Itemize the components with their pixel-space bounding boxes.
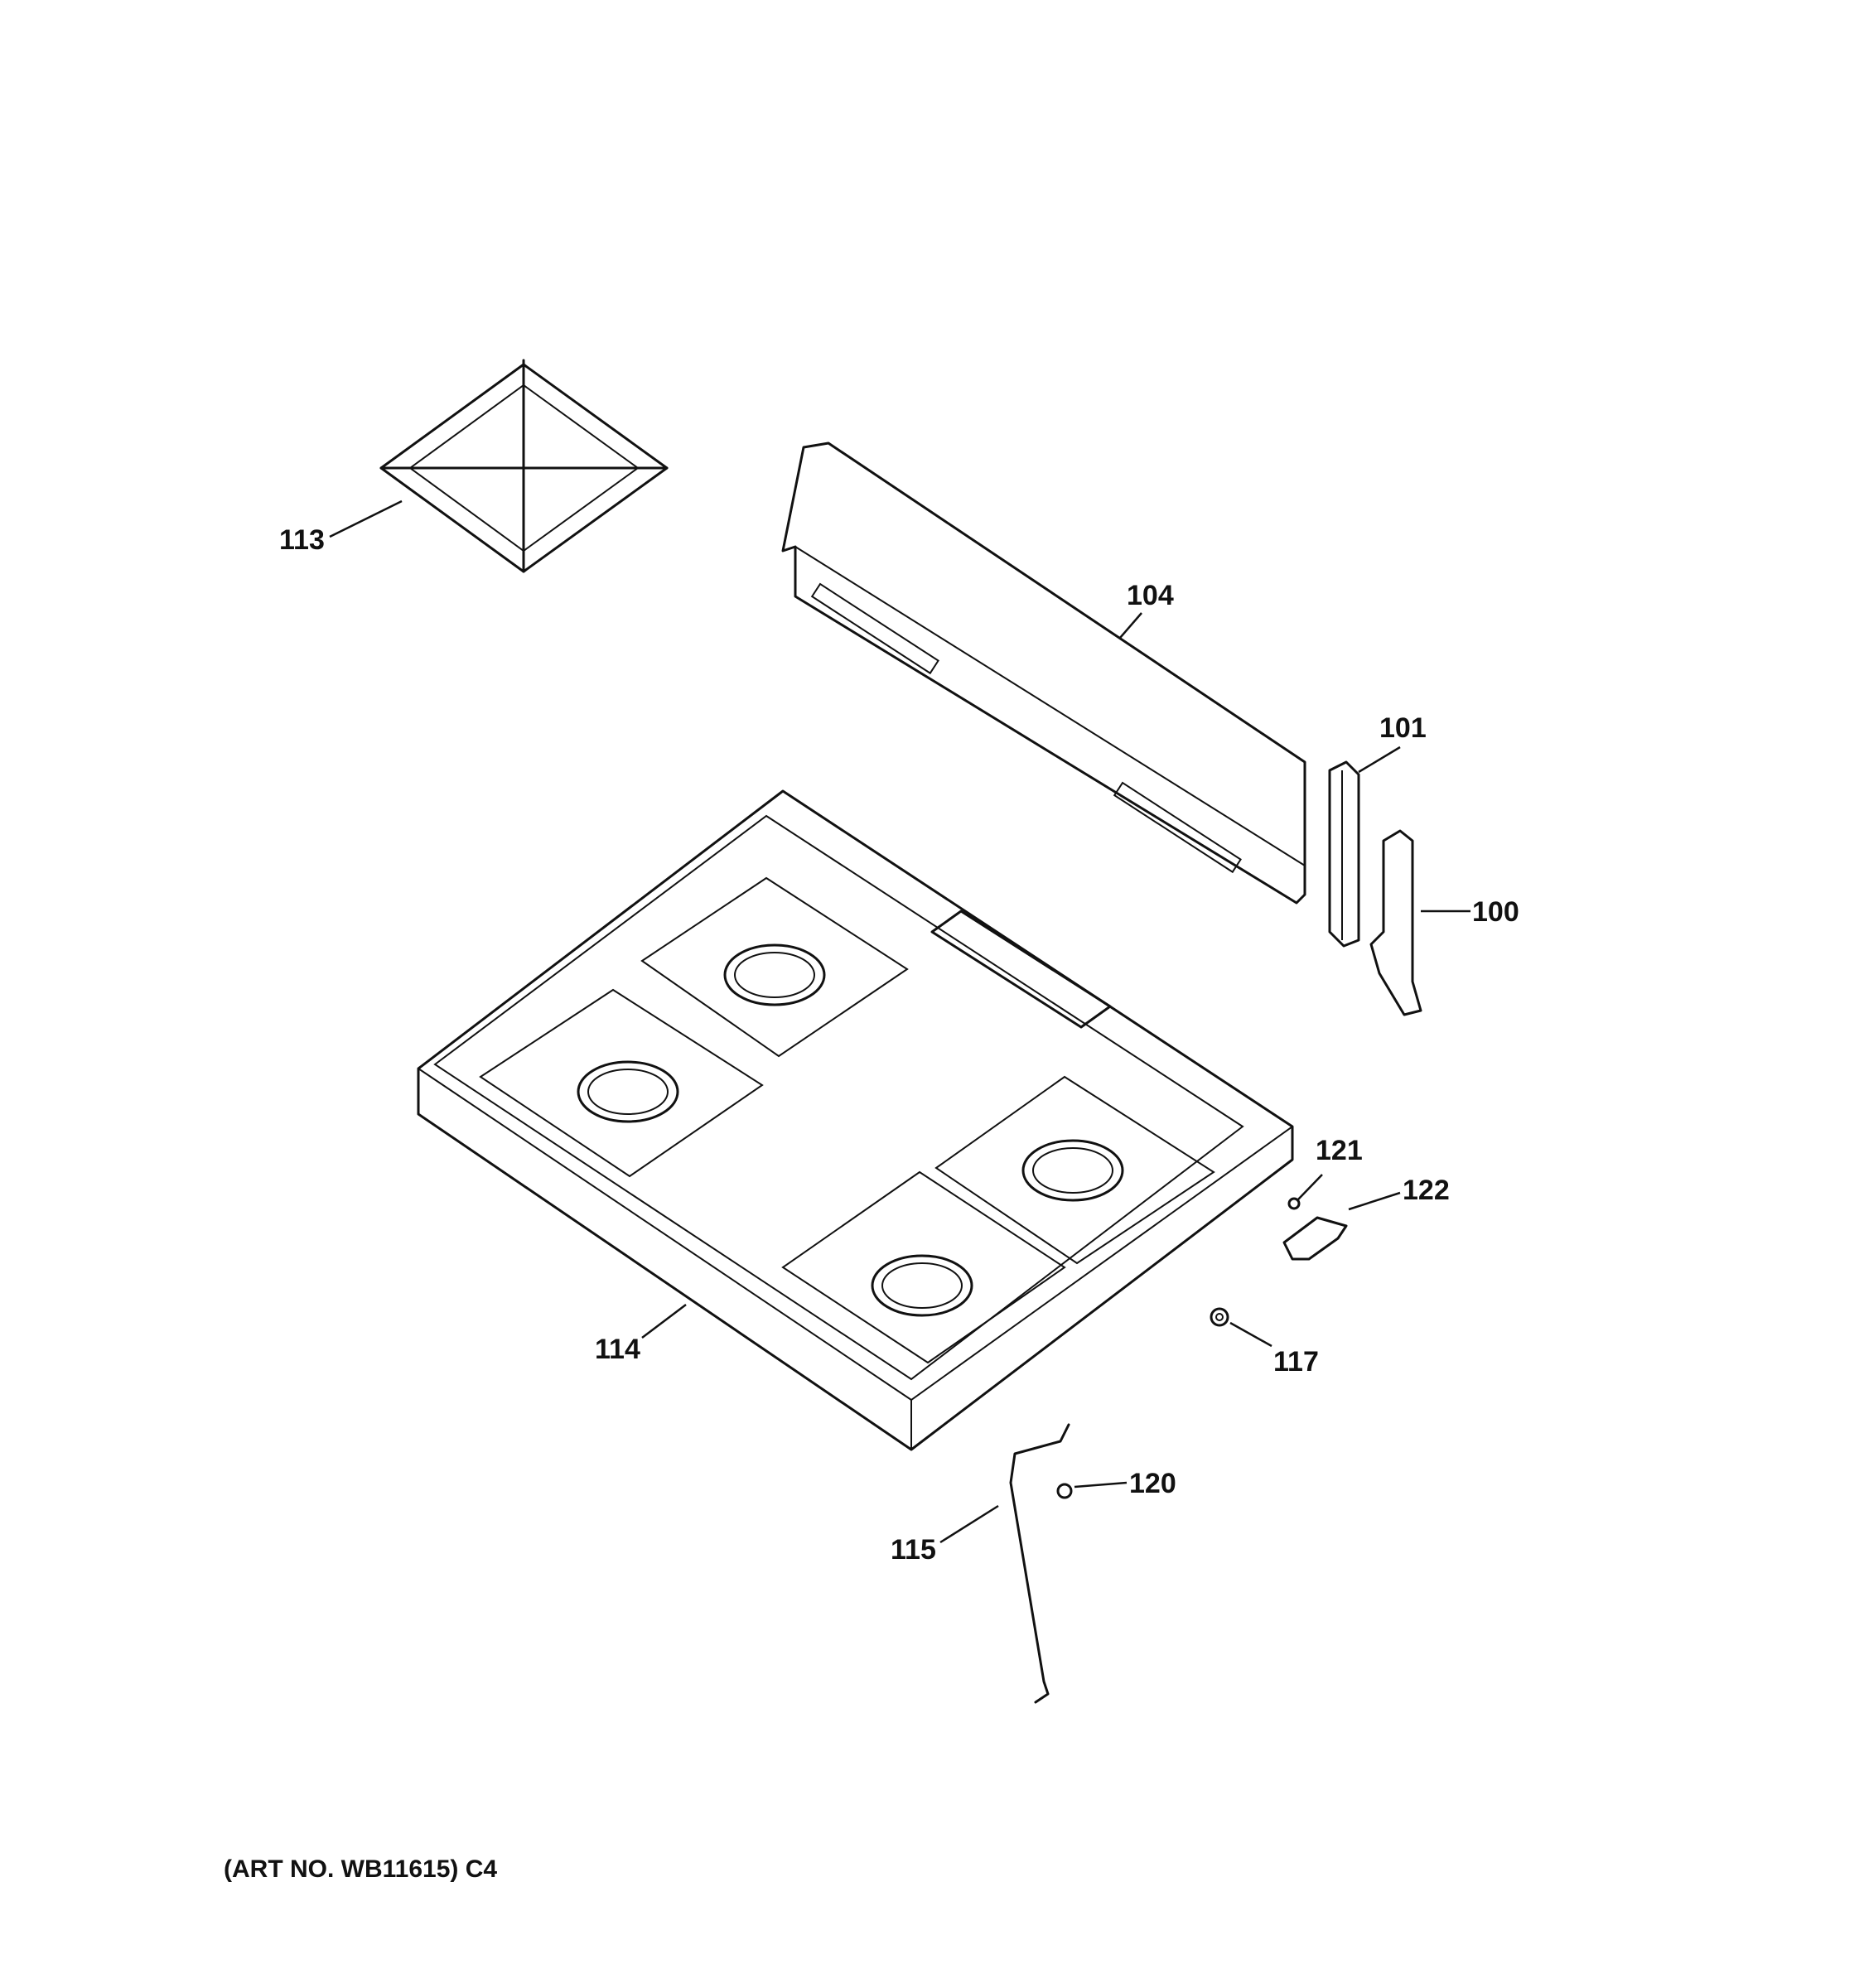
leader-113 (329, 499, 403, 538)
cooktop-114 (417, 789, 1294, 1451)
leader-122 (1348, 1191, 1401, 1211)
callout-117: 117 (1273, 1346, 1319, 1378)
callout-113: 113 (279, 524, 325, 556)
leader-120 (1074, 1481, 1128, 1489)
leader-101 (1358, 746, 1401, 774)
leader-121 (1297, 1174, 1323, 1200)
leader-114 (641, 1304, 687, 1339)
wire-rod-115 (1009, 1423, 1070, 1704)
screw-120 (1056, 1483, 1073, 1499)
callout-122: 122 (1403, 1175, 1450, 1206)
screw-121 (1287, 1197, 1301, 1210)
leader-115 (939, 1504, 999, 1544)
callout-101: 101 (1379, 712, 1427, 744)
callout-100: 100 (1472, 896, 1519, 928)
callout-114: 114 (595, 1334, 640, 1365)
end-cap-100 (1369, 829, 1422, 1016)
side-trim-101 (1328, 760, 1360, 948)
burner-grate-113 (379, 359, 669, 573)
bracket-122 (1282, 1216, 1348, 1261)
art-number-note: (ART NO. WB11615) C4 (224, 1855, 498, 1883)
callout-104: 104 (1127, 580, 1174, 611)
callout-120: 120 (1129, 1468, 1176, 1499)
callout-115: 115 (891, 1534, 936, 1566)
backsplash-104 (781, 442, 1306, 905)
leader-104 (1119, 612, 1142, 639)
nut-117 (1210, 1307, 1229, 1327)
callout-121: 121 (1316, 1135, 1363, 1166)
leader-117 (1229, 1321, 1272, 1348)
